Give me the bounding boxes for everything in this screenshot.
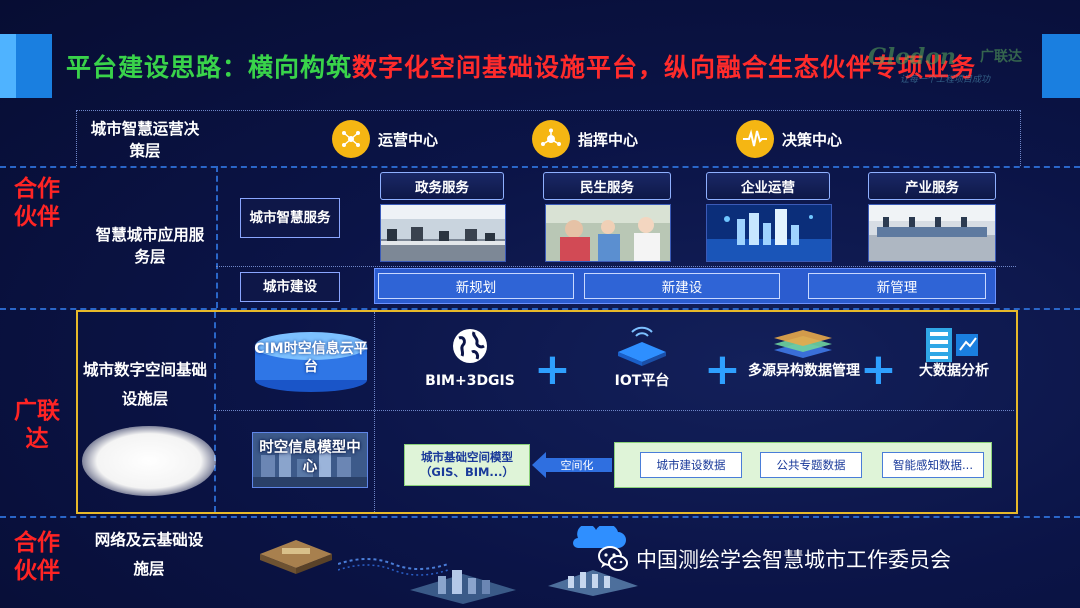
new-planning: 新规划 (378, 273, 574, 299)
partner-label-bottom: 合作伙伴 (14, 530, 60, 584)
divider-app-rows (216, 266, 1016, 267)
enterprise-operation-photo (706, 204, 832, 262)
title-part-2: 横向构筑 (248, 53, 353, 82)
decision-left-border (76, 110, 77, 166)
title-part-1: 平台建设思路： (66, 53, 249, 82)
data-stream-icon (337, 552, 449, 580)
divider-app-label (216, 166, 218, 308)
decision-top-border (76, 110, 1020, 111)
divider-infra-rows (214, 410, 1014, 411)
decision-center-label: 决策中心 (782, 130, 843, 149)
partner-label-top: 合作伙伴 (14, 176, 60, 230)
big-data-icon (926, 328, 980, 366)
command-center: 指挥中心 (532, 120, 638, 158)
city-scene-icon (408, 560, 518, 608)
cim-platform: CIM时空信息云平台 (252, 328, 370, 394)
cim-platform-label: CIM时空信息云平台 (254, 341, 368, 376)
service-tab-livelihood: 民生服务 (543, 172, 671, 200)
plus-icon-3: + (860, 344, 897, 395)
divider-infra-platform (374, 312, 375, 512)
globe-icon (450, 326, 490, 370)
cloud-icon (568, 523, 628, 554)
data-center-building-icon (256, 530, 336, 578)
glodon-label: 广联达 (14, 398, 60, 452)
government-service-photo (380, 204, 506, 262)
city-construction-box: 城市建设 (240, 272, 340, 302)
plus-icon-2: + (704, 344, 741, 395)
data-source-sensing: 智能感知数据... (882, 452, 984, 478)
spatialize-arrow: 空间化 (532, 452, 612, 478)
network-nodes-icon (332, 120, 370, 158)
smart-service-box: 城市智慧服务 (240, 198, 340, 238)
decision-layer-label: 城市智慧运营决策层 (90, 120, 200, 161)
data-source-public: 公共专题数据 (760, 452, 862, 478)
data-source-construction: 城市建设数据 (640, 452, 742, 478)
service-tab-enterprise: 企业运营 (706, 172, 830, 200)
divider-decision-app (0, 166, 1080, 168)
iot-device-icon (614, 326, 670, 370)
operation-center: 运营中心 (332, 120, 438, 158)
new-construction: 新建设 (584, 273, 780, 299)
brand-slogan: 让每一个工程项目成功 (900, 75, 991, 85)
new-management: 新管理 (808, 273, 986, 299)
application-layer-label: 智慧城市应用服务层 (95, 226, 205, 267)
livelihood-service-photo (545, 204, 671, 262)
brand-logo-cn: 广联达 (980, 49, 1022, 65)
data-layers-icon (772, 330, 834, 362)
base-space-model-box: 城市基础空间模型（GIS、BIM...） (404, 444, 530, 486)
footer-attribution: 中国测绘学会智慧城市工作委员会 (598, 544, 951, 574)
brand-logo: Glodon (868, 44, 956, 70)
title-accent-bar-right (1042, 34, 1080, 98)
glow-highlight (82, 426, 216, 496)
server-room-icon (548, 556, 638, 600)
divider-infra-network (0, 516, 1080, 518)
command-hub-icon (532, 120, 570, 158)
model-center-box: 时空信息模型中心 (252, 432, 368, 488)
command-center-label: 指挥中心 (578, 130, 639, 149)
service-tab-industry: 产业服务 (868, 172, 996, 200)
divider-app-infra (0, 308, 1080, 310)
title-accent-bar-left-inner (0, 34, 16, 98)
footer-text: 中国测绘学会智慧城市工作委员会 (636, 548, 951, 572)
divider-infra-label (214, 312, 216, 512)
tech-bim-3dgis: BIM+3DGIS (425, 373, 515, 389)
title-part-3: 数字化空间基础设施平台，纵向融合生态伙伴专项业务 (352, 53, 977, 82)
spatialize-label: 空间化 (560, 459, 594, 472)
pulse-wave-icon (736, 120, 774, 158)
decision-right-border (1020, 110, 1021, 166)
plus-icon-1: + (534, 344, 571, 395)
infrastructure-layer-label: 城市数字空间基础设施层 (82, 361, 207, 409)
service-tab-government: 政务服务 (380, 172, 504, 200)
tech-multisource-data: 多源异构数据管理 (748, 363, 860, 379)
operation-center-label: 运营中心 (378, 130, 439, 149)
page-title: 平台建设思路：横向构筑数字化空间基础设施平台，纵向融合生态伙伴专项业务 (66, 48, 976, 84)
wechat-icon (598, 545, 628, 573)
decision-center: 决策中心 (736, 120, 842, 158)
network-layer-label: 网络及云基础设施层 (94, 531, 204, 578)
glodon-infrastructure-frame (76, 310, 1018, 514)
industry-service-photo (868, 204, 996, 262)
tech-iot-platform: IOT平台 (614, 373, 670, 389)
tech-big-data-analysis: 大数据分析 (919, 363, 989, 379)
model-center-label: 时空信息模型中心 (259, 440, 361, 475)
